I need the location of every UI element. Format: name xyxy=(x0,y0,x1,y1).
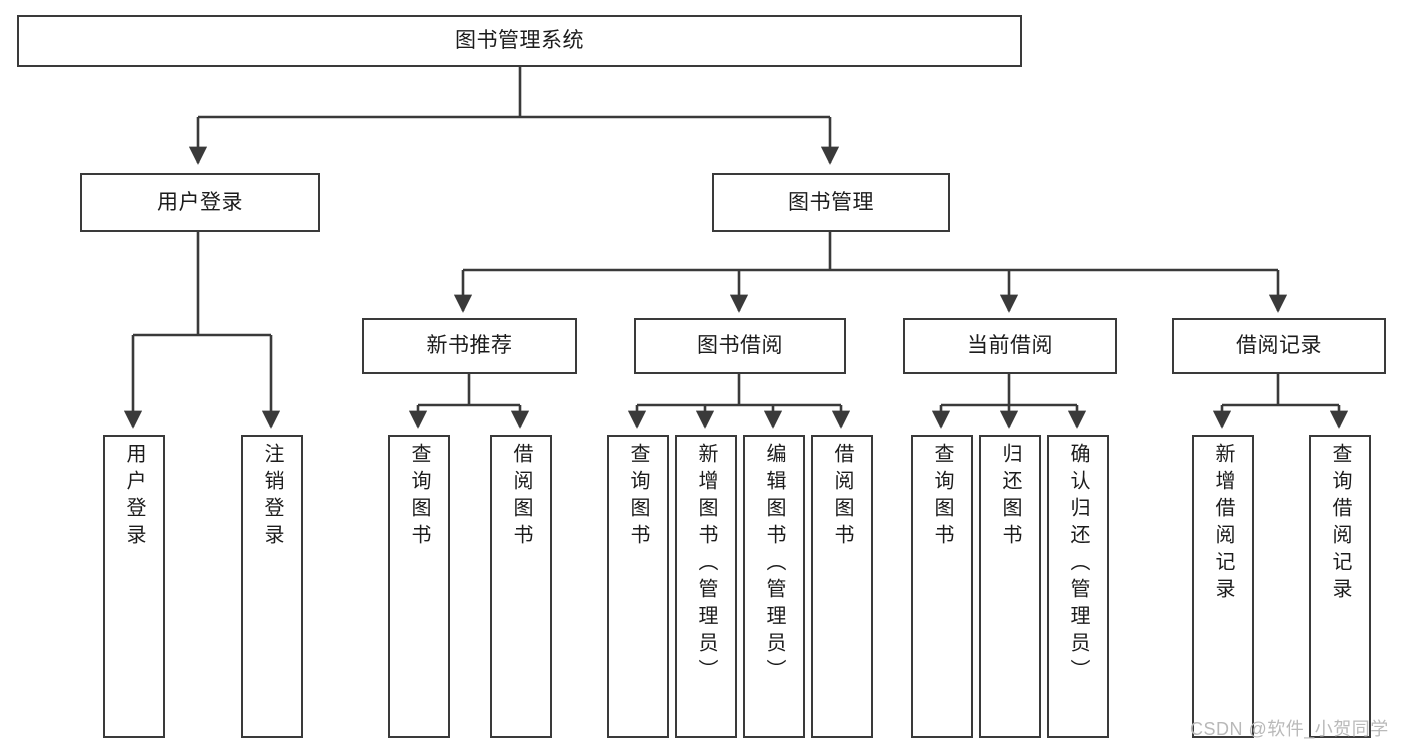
node-root-label: 图书管理系统 xyxy=(455,29,584,53)
node-leaf-borrow-book-recommend-label: 借阅图书 xyxy=(510,443,532,551)
node-borrow-record-label: 借阅记录 xyxy=(1236,334,1322,358)
node-leaf-logout[interactable]: 注销登录 xyxy=(241,435,303,738)
node-leaf-query-book-recommend[interactable]: 查询图书 xyxy=(388,435,450,738)
node-book-borrow-label: 图书借阅 xyxy=(697,334,783,358)
node-leaf-add-book-admin-label: 新增图书（管理员） xyxy=(695,443,717,686)
node-leaf-query-book-borrow[interactable]: 查询图书 xyxy=(607,435,669,738)
node-leaf-return-book[interactable]: 归还图书 xyxy=(979,435,1041,738)
node-leaf-query-borrow-record[interactable]: 查询借阅记录 xyxy=(1309,435,1371,738)
node-leaf-return-book-label: 归还图书 xyxy=(999,443,1021,551)
node-leaf-edit-book-admin-label: 编辑图书（管理员） xyxy=(763,443,785,686)
csdn-watermark: CSDN @软件_小贺同学 xyxy=(1190,719,1389,739)
node-leaf-query-book-current[interactable]: 查询图书 xyxy=(911,435,973,738)
node-leaf-edit-book-admin[interactable]: 编辑图书（管理员） xyxy=(743,435,805,738)
node-borrow-record[interactable]: 借阅记录 xyxy=(1172,318,1386,374)
node-new-book-recommend[interactable]: 新书推荐 xyxy=(362,318,577,374)
node-leaf-borrow-book-label: 借阅图书 xyxy=(831,443,853,551)
node-book-borrow[interactable]: 图书借阅 xyxy=(634,318,846,374)
node-leaf-query-book-current-label: 查询图书 xyxy=(931,443,953,551)
node-new-book-recommend-label: 新书推荐 xyxy=(426,334,513,358)
node-leaf-user-login-label: 用户登录 xyxy=(123,443,145,551)
node-leaf-borrow-book[interactable]: 借阅图书 xyxy=(811,435,873,738)
node-book-management-label: 图书管理 xyxy=(788,190,874,214)
node-leaf-add-borrow-record-label: 新增借阅记录 xyxy=(1212,443,1234,605)
node-leaf-query-borrow-record-label: 查询借阅记录 xyxy=(1329,443,1351,605)
node-leaf-query-book-recommend-label: 查询图书 xyxy=(408,443,430,551)
node-current-borrow[interactable]: 当前借阅 xyxy=(903,318,1117,374)
node-leaf-query-book-borrow-label: 查询图书 xyxy=(627,443,649,551)
node-book-management[interactable]: 图书管理 xyxy=(712,173,950,232)
node-leaf-logout-label: 注销登录 xyxy=(261,443,283,551)
node-root-book-management-system[interactable]: 图书管理系统 xyxy=(17,15,1022,67)
node-current-borrow-label: 当前借阅 xyxy=(967,334,1053,358)
node-leaf-add-borrow-record[interactable]: 新增借阅记录 xyxy=(1192,435,1254,738)
node-user-login-label: 用户登录 xyxy=(157,190,243,214)
node-leaf-borrow-book-recommend[interactable]: 借阅图书 xyxy=(490,435,552,738)
node-leaf-add-book-admin[interactable]: 新增图书（管理员） xyxy=(675,435,737,738)
node-leaf-confirm-return-admin-label: 确认归还（管理员） xyxy=(1067,443,1089,686)
node-leaf-confirm-return-admin[interactable]: 确认归还（管理员） xyxy=(1047,435,1109,738)
node-leaf-user-login[interactable]: 用户登录 xyxy=(103,435,165,738)
node-user-login[interactable]: 用户登录 xyxy=(80,173,320,232)
